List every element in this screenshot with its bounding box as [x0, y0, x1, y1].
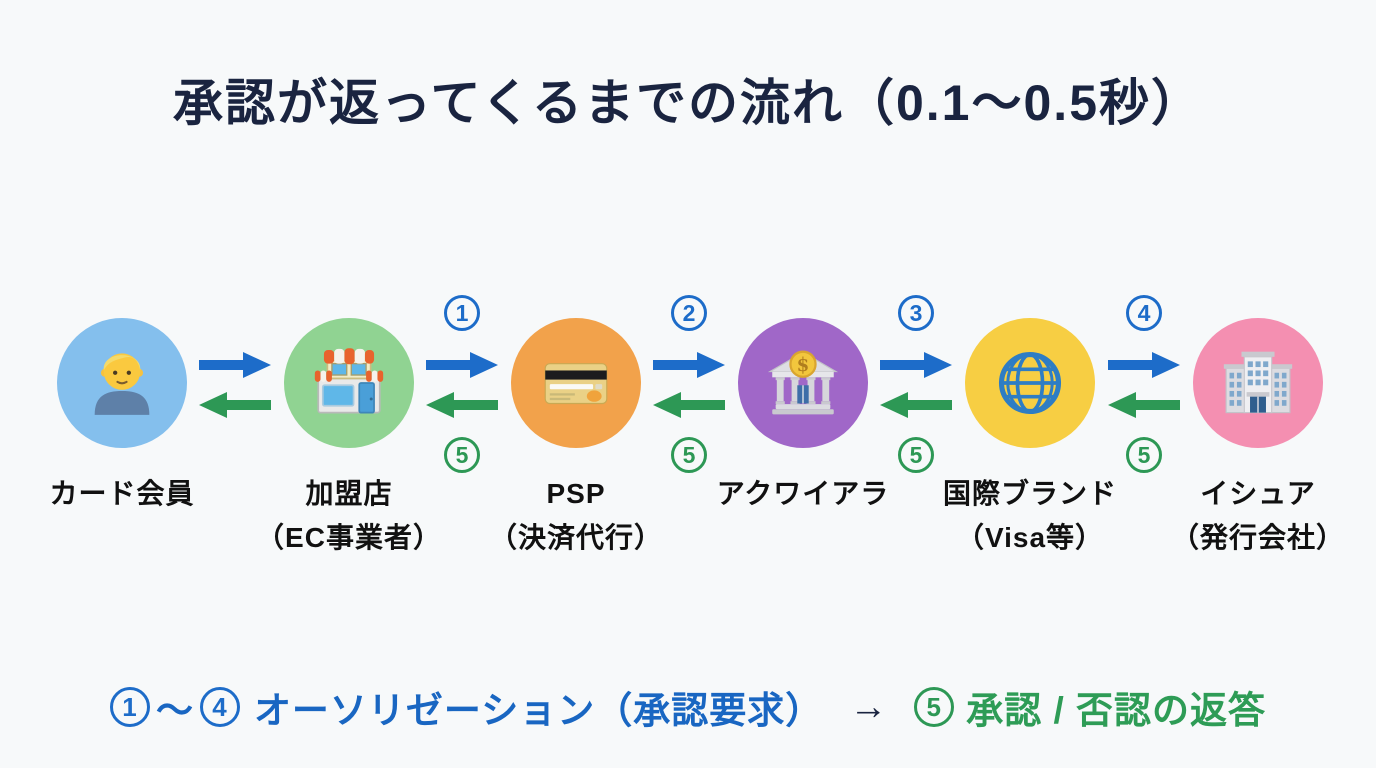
request-arrow-icon — [880, 352, 952, 378]
legend-response-segment: 5 承認 / 否認の返答 — [914, 680, 1266, 734]
flow-node-card-network: 国際ブランド （Visa等） — [915, 318, 1145, 560]
step-number-badge: 5 — [898, 437, 934, 473]
legend-request-segment: 1 〜 4 オーソリゼーション（承認要求） — [109, 680, 824, 734]
request-arrow-icon — [1108, 352, 1180, 378]
node-circle-acquirer: $ — [738, 318, 868, 448]
node-label-line1: カード会員 — [49, 478, 195, 509]
node-label: PSP （決済代行） — [461, 472, 691, 560]
step-number-badge: 5 — [1126, 437, 1162, 473]
legend-request-label: オーソリゼーション（承認要求） — [253, 690, 824, 731]
step-number-badge: 1 — [444, 295, 480, 331]
step-number-badge: 3 — [898, 295, 934, 331]
step-number-badge: 5 — [671, 437, 707, 473]
request-arrow-icon — [199, 352, 271, 378]
node-label: アクワイアラ — [688, 472, 918, 516]
node-label-line2: （決済代行） — [488, 522, 663, 553]
node-circle-issuer — [1193, 318, 1323, 448]
bank-icon: $ — [767, 350, 839, 415]
node-label: イシュア （発行会社） — [1143, 472, 1373, 560]
flow-node-issuer: イシュア （発行会社） — [1143, 318, 1373, 560]
connection-cardmember-merchant — [175, 295, 295, 495]
page-title: 承認が返ってくるまでの流れ（0.1〜0.5秒） — [172, 75, 1203, 131]
legend-response-label: 承認 / 否認の返答 — [966, 690, 1267, 731]
legend-arrow-icon: → — [849, 685, 889, 728]
connection-network-issuer: 4 5 — [1084, 295, 1204, 495]
connection-merchant-psp: 1 5 — [402, 295, 522, 495]
response-arrow-icon — [880, 392, 952, 418]
office-building-icon — [1223, 351, 1293, 414]
node-circle-card-network — [965, 318, 1095, 448]
connection-psp-acquirer: 2 5 — [629, 295, 749, 495]
node-label: カード会員 — [7, 472, 237, 516]
node-label-line2: （Visa等） — [955, 522, 1105, 553]
node-circle-psp — [511, 318, 641, 448]
connection-acquirer-network: 3 5 — [856, 295, 976, 495]
credit-card-icon — [544, 363, 608, 405]
response-arrow-icon — [653, 392, 725, 418]
node-label-line1: イシュア — [1200, 478, 1316, 509]
node-circle-card-member — [57, 318, 187, 448]
node-label-line1: アクワイアラ — [716, 478, 890, 509]
step-number-badge: 4 — [199, 687, 240, 727]
node-circle-merchant — [284, 318, 414, 448]
node-label-line1: PSP — [546, 478, 606, 509]
node-label: 加盟店 （EC事業者） — [234, 472, 464, 560]
svg-text:$: $ — [797, 355, 810, 376]
node-label-line2: （EC事業者） — [256, 522, 442, 553]
legend: 1 〜 4 オーソリゼーション（承認要求） → 5 承認 / 否認の返答 — [0, 680, 1376, 734]
request-arrow-icon — [653, 352, 725, 378]
step-number-badge: 4 — [1126, 295, 1162, 331]
flow-node-card-member: カード会員 — [7, 318, 237, 516]
node-label-line1: 国際ブランド — [942, 478, 1117, 509]
step-number-badge: 5 — [914, 687, 955, 727]
response-arrow-icon — [1108, 392, 1180, 418]
response-arrow-icon — [199, 392, 271, 418]
node-label-line2: （発行会社） — [1170, 522, 1345, 553]
request-arrow-icon — [426, 352, 498, 378]
step-number-badge: 5 — [444, 437, 480, 473]
flow-node-merchant: 加盟店 （EC事業者） — [234, 318, 464, 560]
response-arrow-icon — [426, 392, 498, 418]
flow-node-acquirer: $ アクワイアラ — [688, 318, 918, 516]
flow-node-psp: PSP （決済代行） — [461, 318, 691, 560]
step-number-badge: 2 — [671, 295, 707, 331]
person-icon — [94, 353, 150, 415]
store-icon — [314, 348, 384, 414]
step-number-badge: 1 — [109, 687, 150, 727]
node-label: 国際ブランド （Visa等） — [915, 472, 1145, 560]
globe-icon — [998, 351, 1062, 415]
node-label-line1: 加盟店 — [305, 478, 393, 509]
legend-range-tilde: 〜 — [155, 690, 194, 731]
